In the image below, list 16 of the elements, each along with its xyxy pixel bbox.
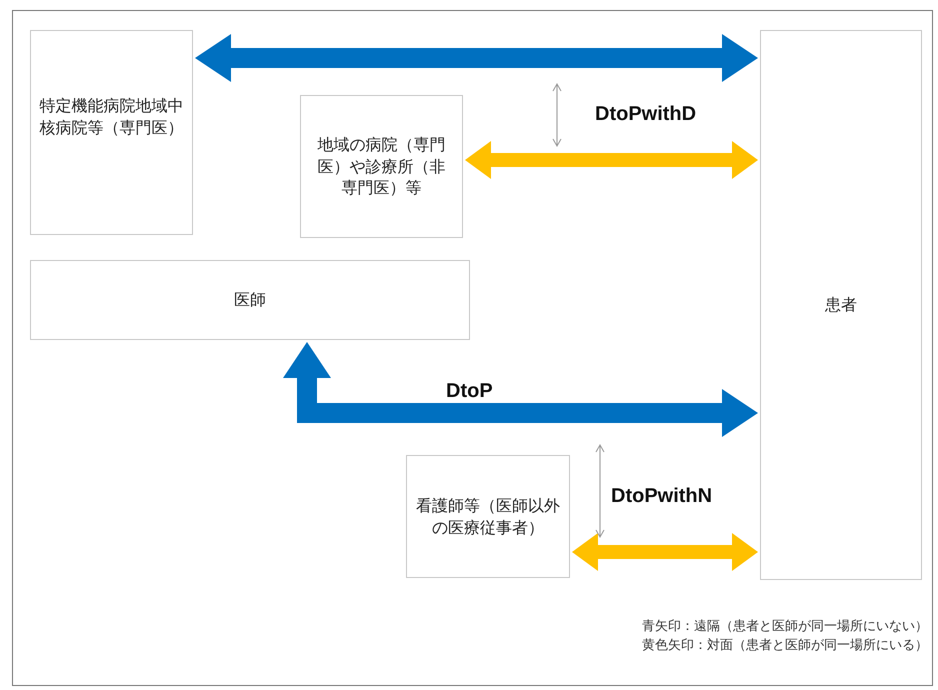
legend-note: 黄色矢印：対面（患者と医師が同一場所にいる） [642,637,928,655]
double-headed-arrow [572,533,758,571]
patient-box [760,30,922,580]
double-headed-arrow [195,34,758,82]
box-label: 患者 [824,294,858,316]
double-headed-arrow [465,141,758,179]
hospital-box [30,30,193,235]
box-label: 特定機能病院地域中核病院等（専門医） [38,95,184,138]
box-label: 医師 [233,289,267,311]
box-label: 看護師等（医師以外の医療従事者） [415,494,561,538]
clinic-box [300,95,463,238]
double-headed-arrow [283,342,758,437]
box-label: 地域の病院（専門医）や診療所（非専門医）等 [316,134,446,199]
legend-note: 青矢印：遠隔（患者と医師が同一場所にいない） [642,618,928,636]
nurse-box [406,455,570,578]
doctor-box [30,260,470,340]
